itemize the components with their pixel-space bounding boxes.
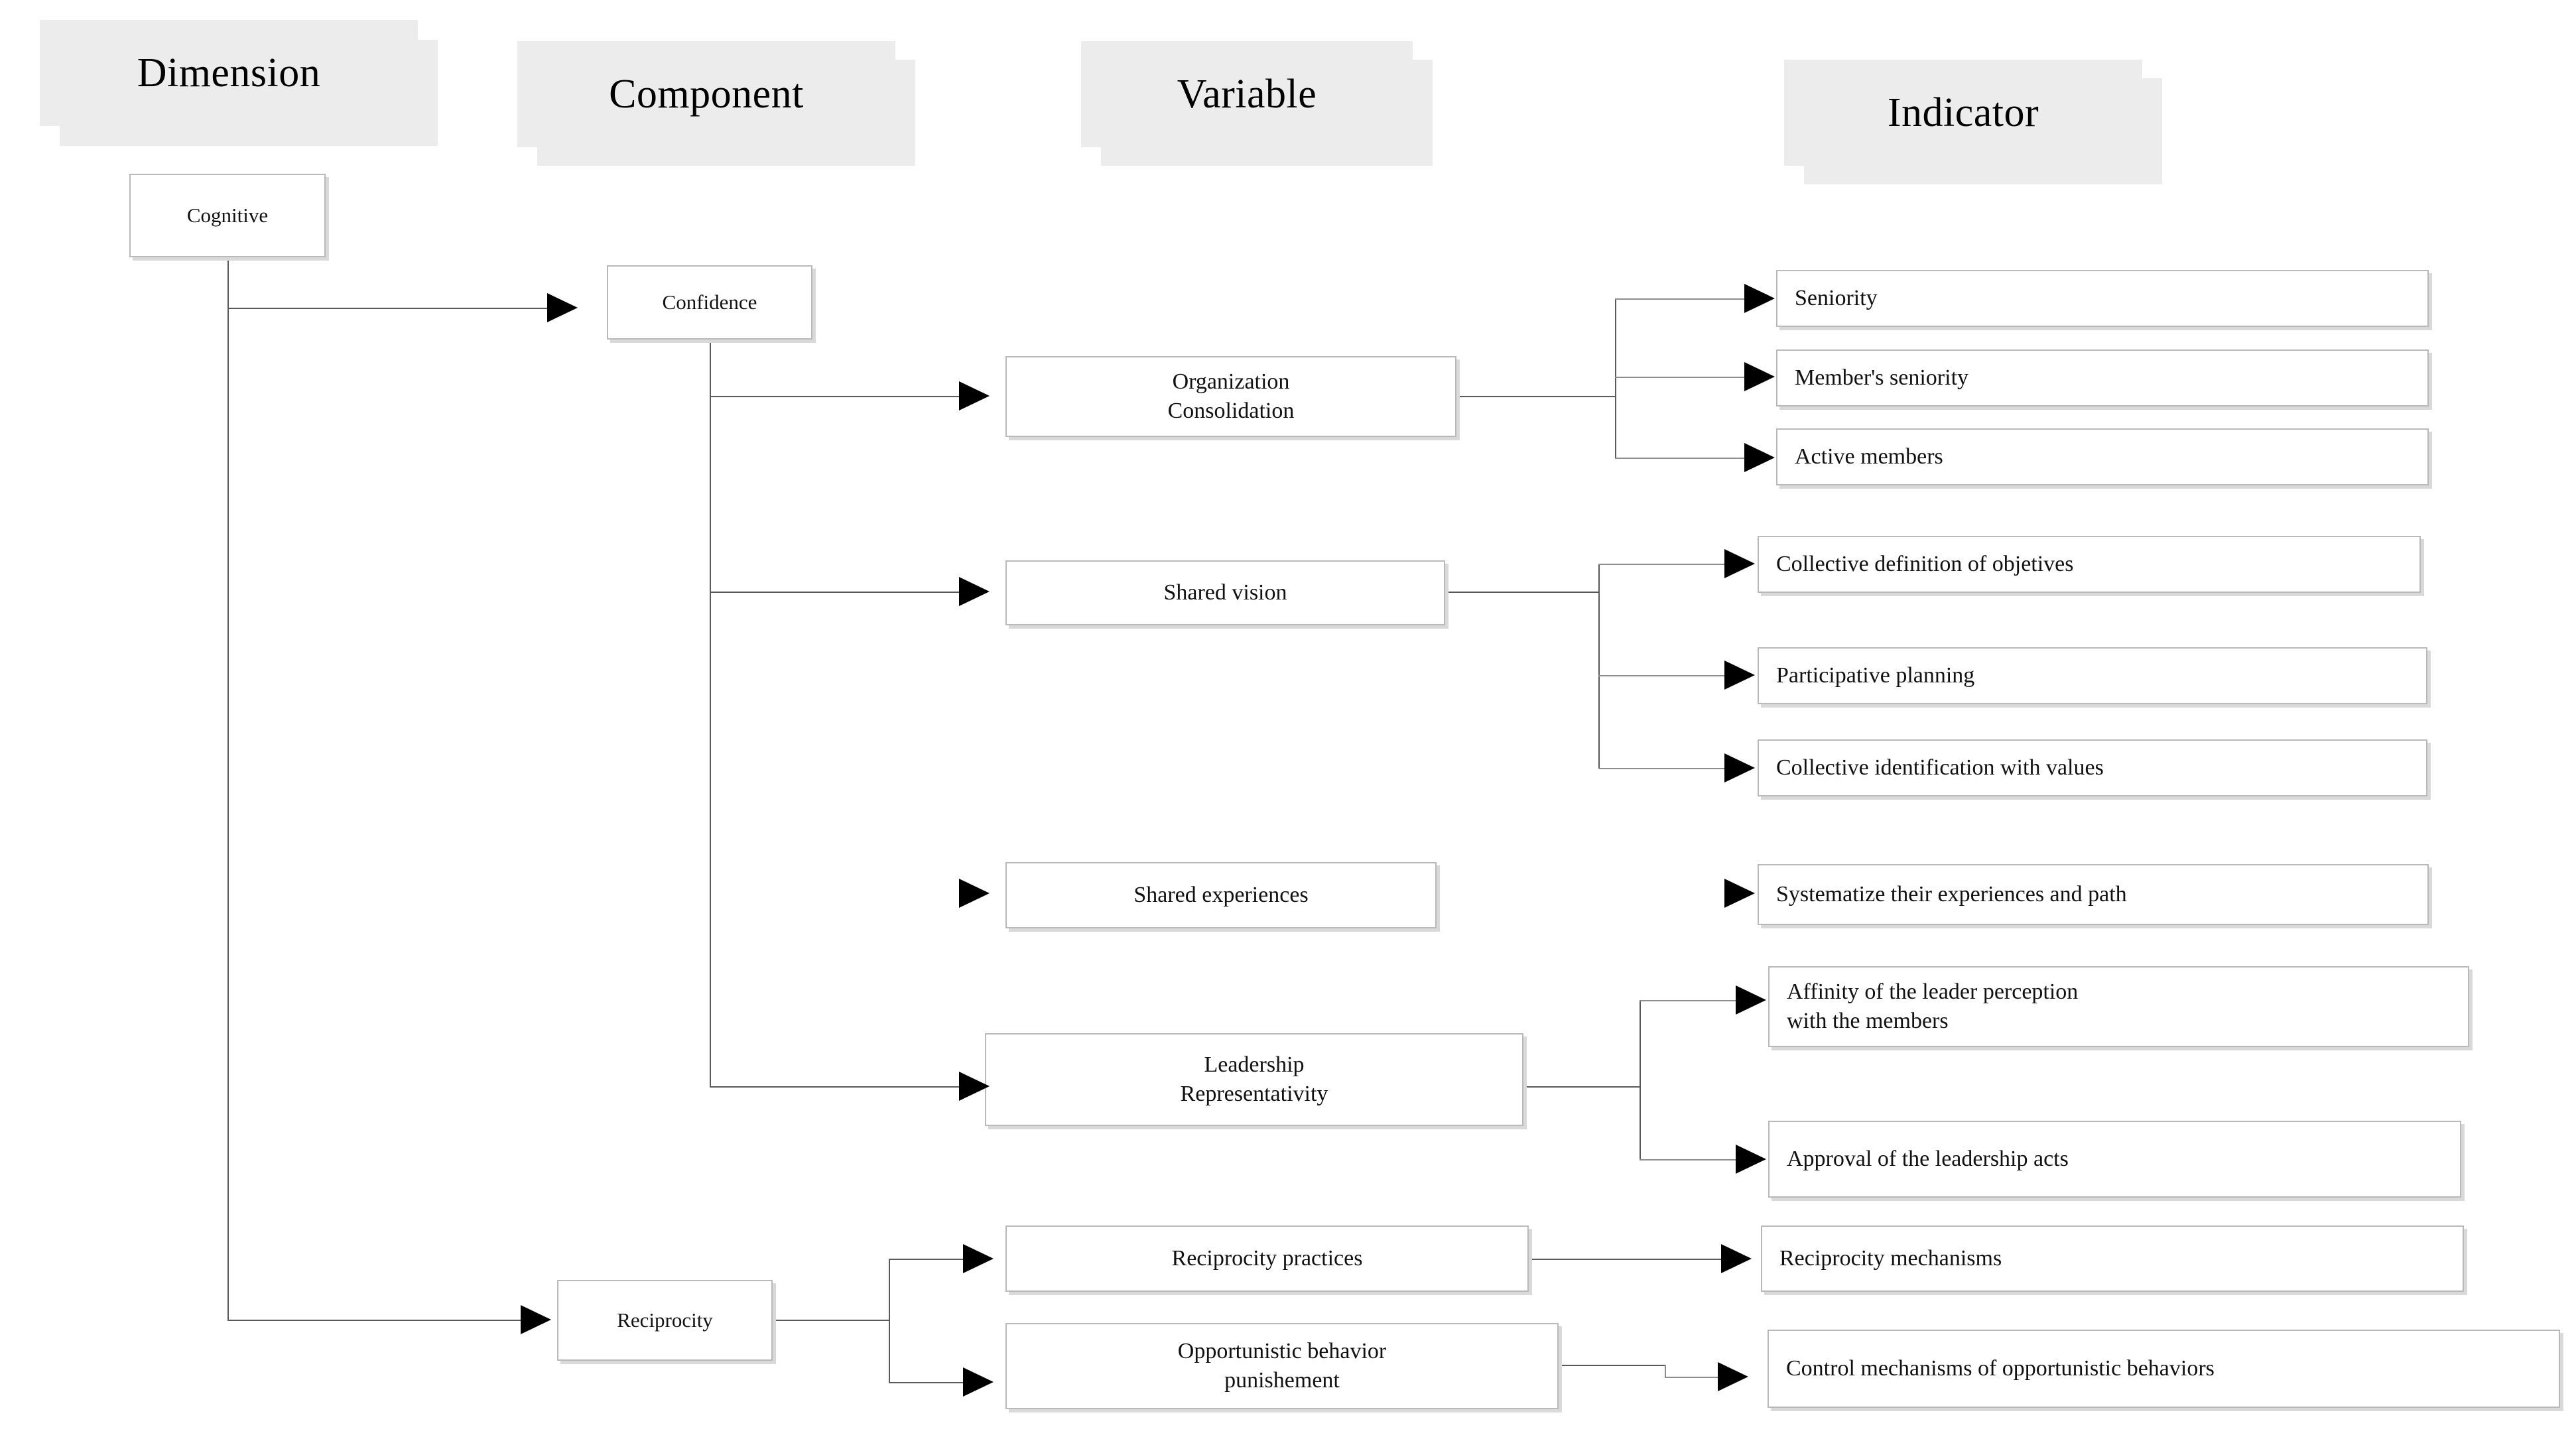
node-cognitive-label: Cognitive (186, 204, 269, 227)
node-reciprocity-practices[interactable]: Reciprocity practices (1005, 1225, 1529, 1292)
node-confidence-label: Confidence (662, 290, 757, 314)
arrowhead-reciprocity-mechanisms (1721, 1244, 1752, 1273)
connector-org-to-active-members (1615, 458, 1751, 459)
connector-cognitive-to-reciprocity (227, 1320, 521, 1321)
node-organization-consolidation-label-line1: Organization (1172, 369, 1290, 395)
arrowhead-opportunistic-punishment (963, 1367, 994, 1397)
connector-punishment-to-control-2 (1665, 1377, 1718, 1378)
connector-reciprocity-to-practices (889, 1259, 963, 1260)
node-leadership-representativity-label-line2: Representativity (1180, 1082, 1328, 1106)
arrowhead-affinity-leader (1736, 985, 1766, 1015)
arrowhead-systematize (1724, 879, 1755, 908)
node-systematize-label: Systematize their experiences and path (1776, 882, 2127, 907)
node-reciprocity-mechanisms-label: Reciprocity mechanisms (1779, 1246, 2002, 1271)
node-reciprocity-practices-label: Reciprocity practices (1171, 1246, 1363, 1271)
node-organization-consolidation[interactable]: Organization Consolidation (1005, 356, 1456, 437)
variable-header: Variable (1081, 41, 1413, 147)
connector-reciprocity-trunk (889, 1259, 890, 1382)
arrowhead-collective-objectives (1724, 549, 1755, 578)
node-reciprocity-label: Reciprocity (617, 1308, 713, 1332)
node-shared-vision-label: Shared vision (1163, 580, 1287, 605)
node-shared-experiences[interactable]: Shared experiences (1005, 862, 1437, 928)
node-cognitive[interactable]: Cognitive (129, 174, 326, 257)
node-collective-values-label: Collective identification with values (1776, 755, 2104, 781)
node-control-mechanisms-label: Control mechanisms of opportunistic beha… (1786, 1356, 2215, 1381)
connector-shared-vision-trunk (1598, 564, 1600, 769)
connector-cognitive-trunk (227, 257, 229, 1321)
arrowhead-collective-values (1724, 753, 1755, 783)
node-active-members-label: Active members (1795, 444, 1943, 470)
connector-leadership-to-affinity (1640, 1000, 1736, 1001)
arrowhead-reciprocity-practices (963, 1244, 994, 1273)
node-leadership-representativity[interactable]: Leadership Representativity (985, 1033, 1523, 1126)
node-active-members[interactable]: Active members (1776, 428, 2429, 485)
connector-org-consolidation-trunk (1615, 298, 1616, 458)
connector-confidence-to-leadership-rep (710, 1086, 959, 1088)
node-opportunistic-punishment-label-line1: Opportunistic behavior (1177, 1339, 1387, 1364)
arrowhead-active-members (1744, 443, 1775, 472)
component-header: Component (517, 41, 895, 147)
arrowhead-shared-vision (959, 577, 990, 606)
connector-leadership-rep-trunk (1640, 1000, 1641, 1159)
node-approval-leadership-label: Approval of the leadership acts (1787, 1147, 2069, 1172)
connector-shared-vision-stem (1446, 592, 1598, 593)
node-confidence[interactable]: Confidence (607, 265, 812, 340)
node-leadership-representativity-label-line1: Leadership (1204, 1052, 1305, 1078)
connector-punishment-to-control (1559, 1365, 1665, 1366)
node-affinity-leader-label-line1: Affinity of the leader perception (1787, 979, 2079, 1005)
connector-confidence-to-org-consolidation (710, 396, 959, 397)
node-control-mechanisms[interactable]: Control mechanisms of opportunistic beha… (1768, 1330, 2560, 1408)
arrowhead-participative-planning (1724, 660, 1755, 690)
connector-practices-to-mechanisms (1529, 1259, 1721, 1260)
connector-reciprocity-to-punishment (889, 1382, 963, 1383)
component-header-label: Component (609, 72, 804, 117)
dimension-header-label: Dimension (137, 50, 321, 95)
node-affinity-leader-label-line2: with the members (1787, 1009, 1949, 1033)
node-reciprocity-mechanisms[interactable]: Reciprocity mechanisms (1761, 1225, 2464, 1292)
connector-reciprocity-stem (769, 1320, 889, 1321)
arrowhead-confidence (547, 293, 578, 322)
node-affinity-leader[interactable]: Affinity of the leader perception with t… (1768, 966, 2469, 1047)
node-participative-planning-label: Participative planning (1776, 663, 1975, 688)
connector-org-to-member-seniority (1615, 377, 1751, 378)
node-member-seniority[interactable]: Member's seniority (1776, 349, 2429, 407)
connector-cognitive-to-confidence (227, 308, 547, 309)
indicator-header-label: Indicator (1887, 90, 2039, 135)
node-member-seniority-label: Member's seniority (1795, 365, 1969, 391)
node-participative-planning[interactable]: Participative planning (1758, 647, 2427, 704)
arrowhead-shared-experiences (959, 879, 990, 908)
node-systematize[interactable]: Systematize their experiences and path (1758, 864, 2429, 925)
node-seniority-label: Seniority (1795, 286, 1878, 311)
arrowhead-member-seniority (1744, 362, 1775, 391)
connector-leadership-rep-stem (1523, 1086, 1640, 1088)
node-seniority[interactable]: Seniority (1776, 270, 2429, 327)
node-shared-vision[interactable]: Shared vision (1005, 560, 1445, 625)
connector-confidence-to-shared-vision (710, 592, 959, 593)
connector-confidence-trunk (710, 340, 711, 1088)
arrowhead-reciprocity (521, 1305, 551, 1334)
connector-org-to-seniority (1615, 298, 1751, 300)
arrowhead-approval-leadership (1736, 1145, 1766, 1174)
dimension-header: Dimension (40, 20, 418, 126)
connector-leadership-to-approval (1640, 1159, 1736, 1161)
connector-vision-to-planning (1598, 675, 1731, 676)
variable-header-label: Variable (1177, 72, 1317, 117)
indicator-header: Indicator (1784, 60, 2142, 166)
node-opportunistic-punishment-label-line2: punishement (1224, 1368, 1340, 1393)
node-reciprocity[interactable]: Reciprocity (557, 1280, 773, 1361)
node-opportunistic-punishment[interactable]: Opportunistic behavior punishement (1005, 1323, 1559, 1409)
arrowhead-leadership-rep (959, 1072, 990, 1101)
connector-vision-to-values (1598, 768, 1731, 769)
arrowhead-org-consolidation (959, 381, 990, 410)
node-collective-values[interactable]: Collective identification with values (1758, 739, 2427, 796)
node-organization-consolidation-label-line2: Consolidation (1167, 399, 1295, 423)
node-collective-objectives-label: Collective definition of objetives (1776, 552, 2074, 577)
arrowhead-seniority (1744, 284, 1775, 313)
node-approval-leadership[interactable]: Approval of the leadership acts (1768, 1121, 2461, 1198)
connector-punishment-jog (1665, 1365, 1666, 1377)
connector-vision-to-objectives (1598, 564, 1731, 565)
node-shared-experiences-label: Shared experiences (1133, 883, 1309, 908)
node-collective-objectives[interactable]: Collective definition of objetives (1758, 536, 2421, 593)
arrowhead-control-mechanisms (1718, 1362, 1748, 1391)
